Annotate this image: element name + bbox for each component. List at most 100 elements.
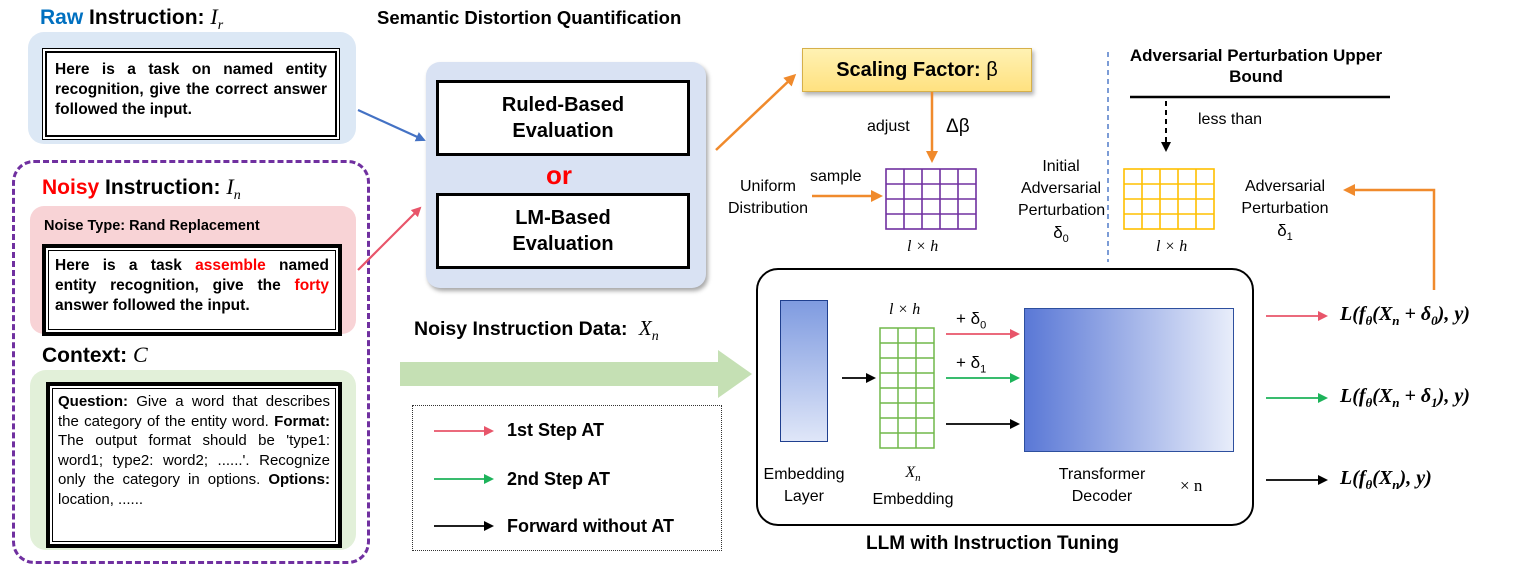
loss0-pertsub: 0 bbox=[1431, 313, 1438, 328]
loss0-argsub: n bbox=[1392, 313, 1400, 328]
format-label: Format: bbox=[274, 412, 330, 430]
noisy-instruction-box: Here is a task assemble named entity rec… bbox=[42, 244, 342, 336]
embedding-layer-bar bbox=[780, 300, 828, 442]
embedding-symbol: X bbox=[905, 464, 916, 481]
plus-delta0-sub: 0 bbox=[980, 319, 987, 332]
plus-delta0-label: + δ0 bbox=[956, 309, 986, 331]
loss2-post: ), y) bbox=[1399, 467, 1432, 489]
options-text: location, ...... bbox=[58, 490, 144, 508]
noisy-data-label: Noisy Instruction Data: Xn bbox=[414, 316, 659, 345]
sdq-title: Semantic Distortion Quantification bbox=[377, 7, 682, 28]
noisy-sub: n bbox=[233, 188, 241, 204]
less-than-label: less than bbox=[1198, 111, 1263, 128]
noisy-data-sub: n bbox=[651, 328, 659, 344]
raw-symbol: I bbox=[210, 4, 218, 29]
plus-delta1-label: + δ1 bbox=[956, 353, 986, 375]
loss-clean: L(fθ(Xn), y) bbox=[1340, 467, 1432, 493]
noisy-symbol: I bbox=[226, 174, 234, 199]
llm-caption: LLM with Instruction Tuning bbox=[866, 533, 1119, 554]
initial-perturbation-text: Initial Adversarial Perturbation bbox=[1018, 158, 1106, 219]
embedding-label: Xn Embedding bbox=[866, 462, 960, 511]
legend-item-forward: Forward without AT bbox=[507, 516, 674, 536]
embedding-text: Embedding bbox=[872, 491, 954, 509]
noisy-text-2: named entity recognition, give the bbox=[55, 257, 330, 294]
transformer-decoder-block bbox=[1024, 308, 1234, 452]
plus-delta0-text: + δ bbox=[956, 309, 981, 328]
embedding-dims: l × h bbox=[889, 301, 921, 318]
context-label: Context: bbox=[42, 344, 128, 367]
loss-delta0: L(fθ(Xn + δ0), y) bbox=[1340, 303, 1470, 329]
format-text: The output format should be 'type1: word… bbox=[58, 432, 330, 488]
sample-label: sample bbox=[810, 168, 862, 185]
noisy-text-1: Here is a task bbox=[55, 257, 196, 274]
noisy-title-rest: Instruction: bbox=[105, 176, 221, 199]
loss-delta1: L(fθ(Xn + δ1), y) bbox=[1340, 385, 1470, 411]
noisy-container bbox=[12, 160, 370, 564]
raw-to-sdq-arrow bbox=[357, 108, 426, 142]
legend-box bbox=[412, 405, 722, 551]
noise-type-label: Noise Type: Rand Replacement bbox=[44, 218, 260, 234]
loss2-arg: (X bbox=[1372, 467, 1393, 489]
loss1-theta: θ bbox=[1365, 395, 1373, 410]
raw-instruction-title: Raw Instruction: Ir bbox=[40, 4, 223, 34]
raw-instruction-box: Here is a task on named entity recogniti… bbox=[42, 48, 340, 140]
embedding-layer-label: Embedding Layer bbox=[760, 464, 848, 508]
noisy-red-word-2: forty bbox=[294, 277, 329, 294]
or-label: or bbox=[546, 160, 572, 190]
loss0-post: ), y) bbox=[1437, 303, 1470, 325]
plus-delta1-text: + δ bbox=[956, 353, 981, 372]
initial-grid-dims: l × h bbox=[907, 238, 939, 255]
noisy-to-sdq-arrow bbox=[357, 206, 422, 271]
adv-delta-symbol: δ bbox=[1277, 221, 1287, 240]
embedding-grid bbox=[879, 327, 935, 449]
loss0-pert: + δ bbox=[1399, 303, 1432, 325]
embedding-sub: n bbox=[915, 472, 921, 485]
context-box: Question: Give a word that describes the… bbox=[46, 382, 342, 548]
legend-item-1st-step: 1st Step AT bbox=[507, 420, 605, 440]
options-label: Options: bbox=[268, 471, 330, 488]
rule-based-label: Ruled-Based Evaluation bbox=[501, 94, 625, 142]
transformer-decoder-label: Transformer Decoder bbox=[1054, 464, 1150, 508]
scaling-factor-box: Scaling Factor: β bbox=[802, 48, 1032, 92]
noisy-word: Noisy bbox=[42, 176, 100, 199]
adversarial-perturbation-label: Adversarial Perturbation δ1 bbox=[1230, 176, 1340, 248]
noisy-data-text: Noisy Instruction Data: bbox=[414, 318, 628, 340]
raw-title-rest: Instruction: bbox=[89, 6, 205, 29]
question-text: Give a word that describes the category … bbox=[58, 393, 330, 430]
embedding-layer-text: Embedding Layer bbox=[763, 466, 845, 505]
noisy-red-word-1: assemble bbox=[195, 257, 266, 274]
times-n-text: × n bbox=[1180, 476, 1203, 495]
uniform-distribution-text: Uniform Distribution bbox=[727, 178, 809, 217]
noisy-text-3: answer followed the input. bbox=[55, 297, 250, 314]
uniform-distribution-label: Uniform Distribution bbox=[724, 176, 812, 220]
rule-based-box: Ruled-Based Evaluation bbox=[436, 80, 690, 156]
loss1-pertsub: 1 bbox=[1431, 395, 1438, 410]
raw-instruction-text: Here is a task on named entity recogniti… bbox=[55, 61, 327, 118]
loss1-arg: (X bbox=[1372, 385, 1393, 407]
loss2-pre: L(f bbox=[1340, 467, 1366, 489]
noisy-instruction-title: Noisy Instruction: In bbox=[42, 174, 241, 204]
upper-bound-label: Adversarial Perturbation Upper Bound bbox=[1128, 45, 1384, 87]
noisy-data-symbol: X bbox=[638, 316, 652, 340]
adv-delta-sub: 1 bbox=[1286, 231, 1293, 244]
adjust-label: adjust bbox=[867, 118, 910, 135]
loss0-theta: θ bbox=[1365, 313, 1373, 328]
raw-word: Raw bbox=[40, 6, 84, 29]
lm-based-label: LM-Based Evaluation bbox=[512, 207, 614, 255]
data-flow-arrow bbox=[400, 350, 752, 398]
initial-perturbation-grid bbox=[885, 168, 977, 230]
context-title: Context: C bbox=[42, 342, 148, 368]
loss0-arg: (X bbox=[1372, 303, 1393, 325]
scaling-factor-label: Scaling Factor bbox=[836, 58, 975, 81]
upper-bound-text: Adversarial Perturbation Upper Bound bbox=[1129, 46, 1383, 86]
scaling-factor-symbol: β bbox=[986, 58, 998, 81]
adversarial-perturbation-grid bbox=[1123, 168, 1215, 230]
loss1-pert: + δ bbox=[1399, 385, 1432, 407]
initial-perturbation-label: Initial Adversarial Perturbation δ0 bbox=[1018, 156, 1106, 250]
adjust-delta-beta: Δβ bbox=[946, 116, 970, 137]
raw-sub: r bbox=[217, 18, 224, 34]
sdq-to-scaling-arrow bbox=[715, 73, 797, 151]
adversarial-perturbation-text: Adversarial Perturbation bbox=[1241, 178, 1329, 217]
context-symbol: C bbox=[133, 342, 148, 367]
